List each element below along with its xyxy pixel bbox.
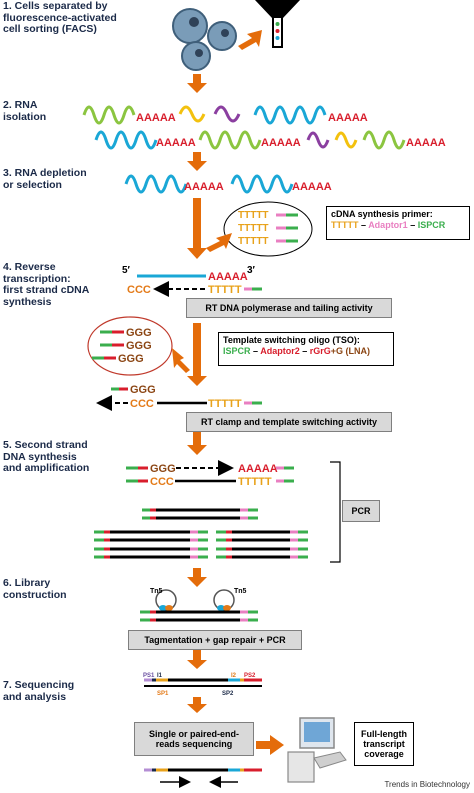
svg-text:Tn5: Tn5 xyxy=(234,588,247,595)
svg-text:TTTTT: TTTTT xyxy=(238,223,269,234)
footer-journal: Trends in Biotechnology xyxy=(384,780,470,789)
svg-text:GGG: GGG xyxy=(126,327,152,339)
ss-ggg: GGG xyxy=(150,463,176,475)
ccc-tail: CCC xyxy=(127,284,151,296)
primer-title: cDNA synthesis primer: xyxy=(331,209,433,219)
computer-icon xyxy=(287,717,347,783)
pcr-bracket xyxy=(330,461,341,563)
down-arrows xyxy=(187,74,207,713)
ss-polyT: TTTTT xyxy=(238,476,272,488)
svg-text:SP2: SP2 xyxy=(222,691,234,697)
five-prime: 5′ xyxy=(122,265,131,276)
tso-arrow xyxy=(172,348,190,373)
step-3-label: 3. RNA depletion or selection xyxy=(3,167,87,191)
ss-polyA: AAAAA xyxy=(238,463,278,475)
tso-dash-1: – xyxy=(250,346,261,356)
svg-text:TTTTT: TTTTT xyxy=(238,236,269,247)
rna-molecules xyxy=(82,105,406,150)
primer-legend: cDNA synthesis primer: TTTTT – Adaptor1 … xyxy=(326,206,470,240)
coverage-box: Full-length transcript coverage xyxy=(354,722,414,766)
tso-dash-2: – xyxy=(299,346,310,356)
step-5-label: 5. Second strand DNA synthesis and ampli… xyxy=(3,439,90,474)
tso-ispcr: ISPCR xyxy=(223,346,251,356)
tso-tails xyxy=(92,330,124,360)
step-1-label: 1. Cells separated by fluorescence-activ… xyxy=(3,0,117,35)
tso-composition: ISPCR – Adaptor2 – rGrG+G (LNA) xyxy=(223,346,389,357)
primer-arrow xyxy=(206,233,232,252)
primer-dash-1: – xyxy=(358,220,369,230)
ss-ccc: CCC xyxy=(150,476,174,488)
svg-text:I2: I2 xyxy=(231,673,237,679)
primer-tails xyxy=(276,213,298,243)
tso-g-lna: +G (LNA) xyxy=(330,346,370,356)
rt-box: RT DNA polymerase and tailing activity xyxy=(186,298,392,318)
svg-text:AAAAA: AAAAA xyxy=(136,112,176,124)
mrna-polyA: AAAAA xyxy=(208,271,248,283)
svg-text:PS2: PS2 xyxy=(244,673,256,679)
three-prime: 3′ xyxy=(247,265,256,276)
facs-nozzle xyxy=(255,0,300,48)
facs-arrow xyxy=(238,30,262,50)
primer-polyT: TTTTT xyxy=(331,220,359,230)
selected-polyA: AAAAA AAAAA xyxy=(184,181,332,193)
pcr-box: PCR xyxy=(342,500,380,522)
svg-text:AAAAA: AAAAA xyxy=(184,181,224,193)
svg-text:AAAAA: AAAAA xyxy=(261,137,301,149)
step-4-label: 4. Reverse transcription: first strand c… xyxy=(3,261,90,308)
svg-text:TTTTT: TTTTT xyxy=(238,210,269,221)
sequencing-box: Single or paired-end- reads sequencing xyxy=(134,722,254,756)
step-2-label: 2. RNA isolation xyxy=(3,99,47,123)
cells xyxy=(172,8,237,71)
primer-composition: TTTTT – Adaptor1 – ISPCR xyxy=(331,220,465,231)
selected-rna xyxy=(124,174,294,194)
primers: TTTTT TTTTT TTTTT xyxy=(238,210,269,247)
svg-text:AAAAA: AAAAA xyxy=(292,181,332,193)
svg-text:Tn5: Tn5 xyxy=(150,588,163,595)
tso-title: Template switching oligo (TSO): xyxy=(223,335,360,345)
pcr-products xyxy=(94,508,308,559)
step-7-label: 7. Sequencing and analysis xyxy=(3,679,75,703)
tagment-targets xyxy=(140,610,258,622)
svg-text:SP1: SP1 xyxy=(157,691,169,697)
clamp-box: RT clamp and template switching activity xyxy=(186,412,392,432)
svg-text:GGG: GGG xyxy=(118,353,144,365)
switch-ggg: GGG xyxy=(130,384,156,396)
tso-legend: Template switching oligo (TSO): ISPCR – … xyxy=(218,332,394,366)
svg-text:GGG: GGG xyxy=(126,340,152,352)
svg-text:AAAAA: AAAAA xyxy=(156,137,196,149)
primer-dash-2: – xyxy=(407,220,418,230)
svg-text:I1: I1 xyxy=(157,673,163,679)
library-fragment: PS1 I1 SP1 I2 PS2 SP2 xyxy=(143,673,262,697)
primer-ispcr: ISPCR xyxy=(417,220,446,230)
step-6-label: 6. Library construction xyxy=(3,577,67,601)
svg-text:AAAAA: AAAAA xyxy=(406,137,446,149)
cdna-polyT: TTTTT xyxy=(208,284,242,296)
svg-text:AAAAA: AAAAA xyxy=(328,112,368,124)
primer-adaptor1: Adaptor1 xyxy=(368,220,408,230)
switch-ccc: CCC xyxy=(130,398,154,410)
tso-ggg: GGG GGG GGG xyxy=(118,327,152,365)
tn5-transposomes: Tn5 Tn5 xyxy=(150,588,247,611)
switch-polyT: TTTTT xyxy=(208,398,242,410)
tso-adaptor2: Adaptor2 xyxy=(260,346,300,356)
polyA-tails: AAAAA AAAAA AAAAA AAAAA AAAAA xyxy=(136,112,446,149)
seq-arrow xyxy=(256,735,284,755)
tso-rgrg: rGrG xyxy=(309,346,331,356)
tagmentation-box: Tagmentation + gap repair + PCR xyxy=(128,630,302,650)
svg-text:PS1: PS1 xyxy=(143,673,155,679)
